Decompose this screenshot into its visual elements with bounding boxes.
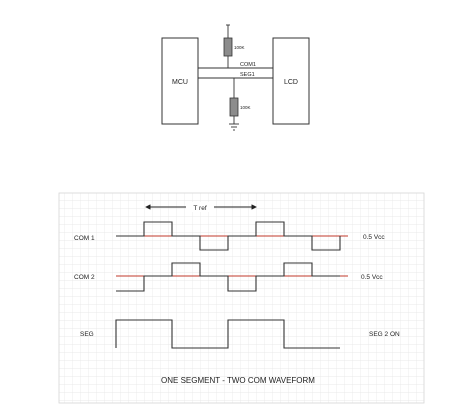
seg-state-label: SEG 2 ON [369,331,400,338]
top-resistor-label: 100K [234,45,245,50]
com2-level-label: 0.5 Vcc [361,274,383,281]
bottom-resistor [229,97,239,117]
com1-label: COM 1 [74,235,95,242]
com2-label: COM 2 [74,274,95,281]
seg-label: SEG [80,331,94,338]
mcu-block [161,37,199,125]
com1-level-label: 0.5 Vcc [363,234,385,241]
seg-waveform [115,319,340,349]
waveform-panel: T ref COM 1 0.5 Vcc COM 2 0.5 Vcc SEG SE… [58,192,425,404]
waveform-caption: ONE SEGMENT - TWO COM WAVEFORM [161,376,315,385]
lcd-label: LCD [284,79,298,86]
top-resistor [223,37,233,57]
circuit-schematic: MCU LCD COM1 SEG1 100K 100K [161,24,310,131]
ground-icon [229,123,239,131]
com2-waveform [116,262,340,292]
seg1-line-label: SEG1 [240,72,255,78]
lcd-block [272,37,310,125]
com1-waveform [116,221,341,251]
grid-background [58,192,425,404]
period-label-bg [186,202,214,212]
bottom-resistor-label: 100K [240,105,251,110]
com1-line-label: COM1 [240,62,256,68]
period-label: T ref [193,205,206,212]
mcu-label: MCU [172,79,188,86]
